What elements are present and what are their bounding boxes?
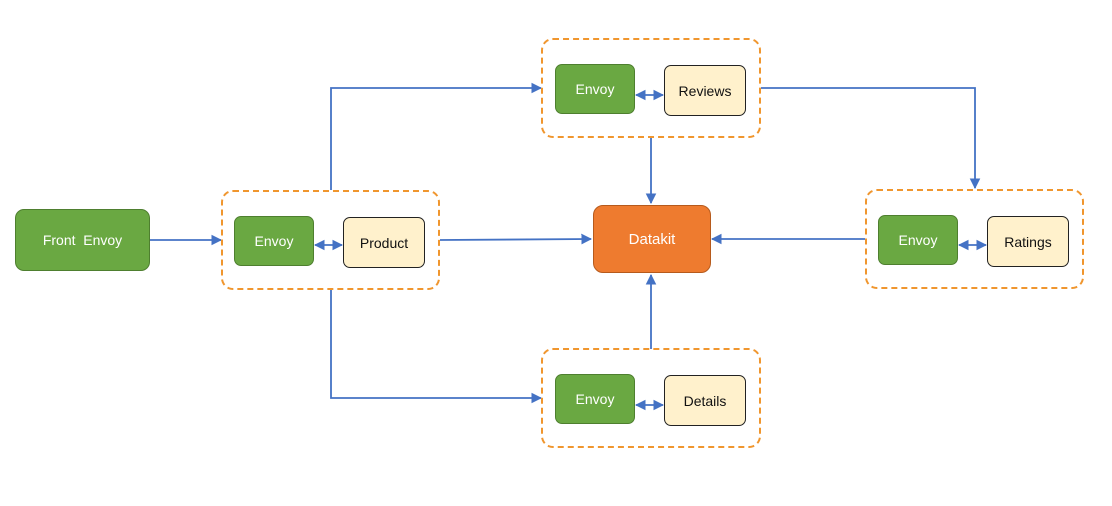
ratings-envoy-node: Envoy	[878, 215, 958, 265]
arrow-product-to-reviews	[330, 82, 543, 190]
datakit-node: Datakit	[593, 205, 711, 273]
product-service-node: Product	[343, 217, 425, 268]
product-envoy-node: Envoy	[234, 216, 314, 266]
arrow-product-to-datakit	[439, 233, 593, 245]
reviews-envoy-node: Envoy	[555, 64, 635, 114]
front-envoy-node: Front Envoy	[15, 209, 150, 271]
reviews-service-node: Reviews	[664, 65, 746, 116]
arrow-reviews-to-ratings	[761, 87, 981, 190]
details-service-node: Details	[664, 375, 746, 426]
details-envoy-node: Envoy	[555, 374, 635, 424]
product-group	[221, 190, 440, 290]
ratings-service-node: Ratings	[987, 216, 1069, 267]
reviews-group	[541, 38, 761, 138]
ratings-group	[865, 189, 1084, 289]
details-group	[541, 348, 761, 448]
arrow-product-to-details	[330, 290, 543, 404]
